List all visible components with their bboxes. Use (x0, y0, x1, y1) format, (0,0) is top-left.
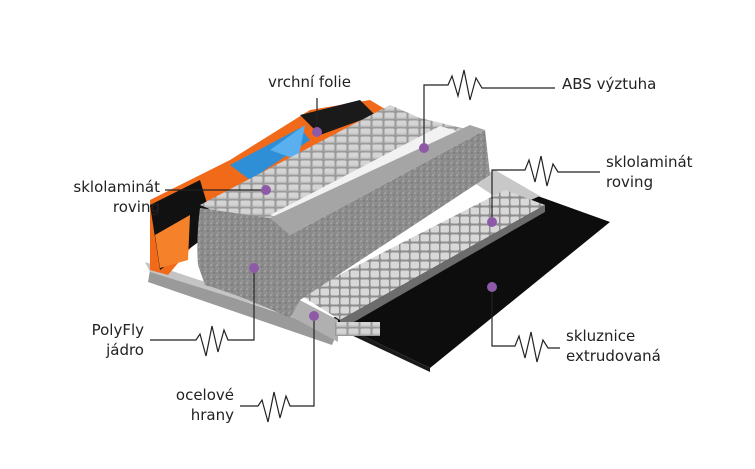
leader-lines (150, 69, 600, 423)
base-layer (330, 195, 610, 368)
label-glass-left-line2: roving (112, 198, 160, 216)
label-core: PolyFly jádro (30, 320, 144, 360)
marker-glass-left (261, 185, 271, 195)
label-base-line2: extrudovaná (566, 347, 661, 365)
bottom-plate (148, 270, 335, 345)
label-edges-line1: ocelové (175, 386, 234, 404)
topsheet-blue2 (270, 125, 305, 160)
glass-roving-right-edge (340, 205, 545, 330)
glass-roving-right (300, 190, 545, 320)
label-edges-line2: hrany (190, 406, 234, 424)
label-abs-text: ABS výztuha (562, 75, 657, 93)
core-right (290, 130, 490, 318)
marker-base (487, 282, 497, 292)
label-top-film-text: vrchní folie (268, 73, 351, 91)
label-glass-right-line1: sklolaminát (606, 153, 693, 171)
steel-edge-teeth (335, 322, 380, 336)
core-top-edge (270, 125, 485, 235)
topsheet-orange2 (155, 215, 190, 268)
marker-edges (309, 311, 319, 321)
label-core-line1: PolyFly (91, 321, 144, 339)
label-base-line1: skluznice (566, 327, 636, 345)
label-edges: ocelové hrany (120, 385, 234, 425)
topsheet-dark2 (300, 100, 375, 135)
marker-top-film (312, 127, 322, 137)
marker-core (249, 263, 259, 273)
marker-glass-right (487, 217, 497, 227)
label-core-line2: jádro (106, 341, 144, 359)
label-glass-left-line1: sklolaminát (73, 178, 160, 196)
label-glass-right: sklolaminát roving (606, 152, 693, 192)
label-abs: ABS výztuha (562, 74, 656, 94)
marker-abs (419, 143, 429, 153)
label-glass-right-line2: roving (606, 173, 654, 191)
glass-roving-left (200, 105, 420, 220)
label-top-film: vrchní folie (268, 72, 351, 92)
label-base: skluznice extrudovaná (566, 326, 661, 366)
markers (249, 127, 497, 321)
core-front (197, 208, 290, 318)
label-glass-left: sklolaminát roving (30, 177, 160, 217)
